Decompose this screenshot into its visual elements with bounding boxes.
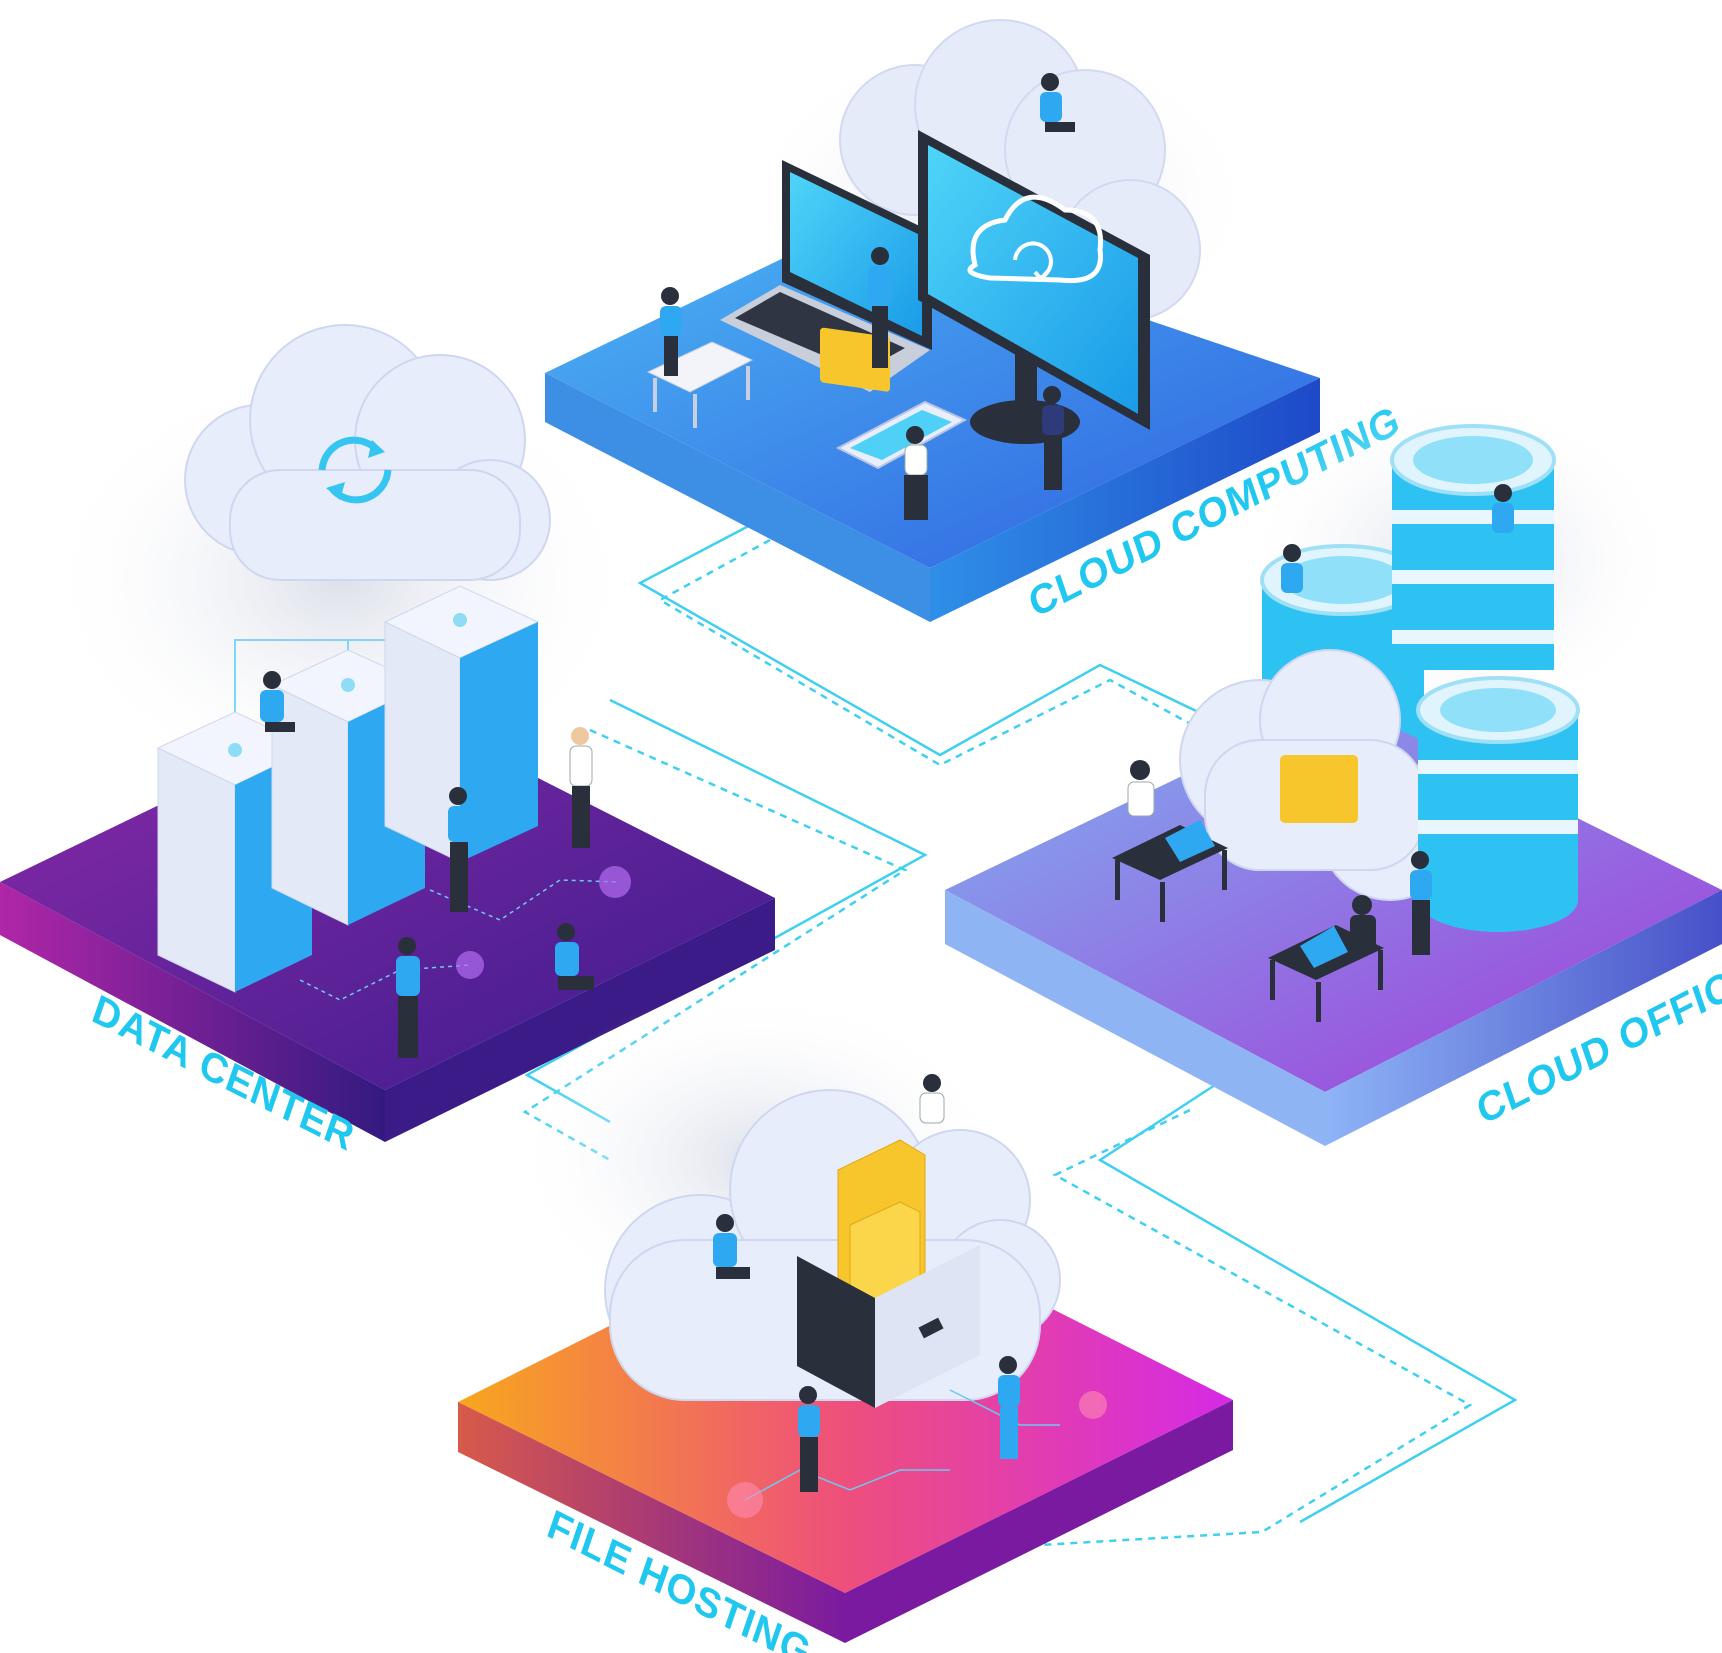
person-figure [798,1386,820,1492]
person-figure [868,247,892,368]
person-figures [260,671,594,1058]
connector-lines [522,518,1518,1547]
monitor-icon [918,130,1150,444]
desk-icon [646,341,754,428]
data-center-cloud [184,324,551,581]
person-figure [998,1356,1020,1459]
cloud-icon [967,194,1104,284]
person-figure [569,727,593,848]
node-glow [456,866,631,979]
server-rack-icon [383,585,540,863]
node-glow [727,1391,1107,1518]
person-figure [660,287,682,376]
person-figure [1281,544,1303,593]
cloud-office-platform: CLOUD OFFICE [945,390,1722,1146]
file-drawer-icon [797,1245,980,1408]
person-figure [396,937,420,1058]
person-figure [1350,895,1376,949]
person-figures [713,1074,1020,1492]
database-icon [1390,424,1556,670]
sync-icon [1013,241,1053,283]
person-figure [1042,386,1064,490]
folder-icon [1280,755,1358,823]
person-figure [260,671,295,732]
person-figure [555,923,594,990]
person-figure [919,1074,945,1124]
person-figure [1040,73,1075,132]
person-figure [448,787,470,912]
person-figure [713,1214,750,1279]
person-figures [660,73,1075,520]
person-figure [1127,760,1155,817]
connector-dashed [522,538,1473,1547]
data-center-platform: DATA CENTER [0,324,775,1160]
person-figure [1410,851,1432,955]
laptop-icon [1165,820,1348,968]
person-figures [1127,484,1514,955]
person-figure [1492,484,1514,533]
file-hosting-platform: FILE HOSTING [458,990,1233,1653]
person-figure [904,426,928,520]
cloud-computing-platform: CLOUD COMPUTING [545,19,1406,627]
smartphone-icon [835,400,968,470]
database-icon [1416,676,1580,932]
